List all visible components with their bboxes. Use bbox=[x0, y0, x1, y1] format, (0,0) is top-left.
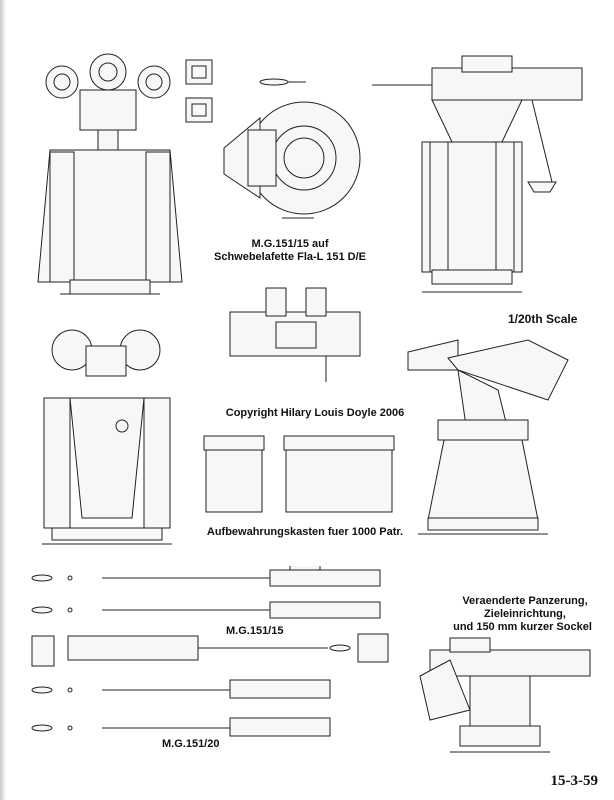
ammo-box-side-view bbox=[280, 430, 400, 520]
page-number: 15-3-59 bbox=[550, 773, 599, 789]
scale-label: 1/20th Scale bbox=[508, 312, 578, 326]
title-line2: Schwebelafette Fla-L 151 D/E bbox=[213, 251, 367, 263]
variant-line2: Zieleinrichtung, bbox=[484, 608, 566, 620]
front-view-mount bbox=[20, 42, 200, 302]
title-line1: M.G.151/15 auf bbox=[251, 238, 329, 250]
side-view-mount bbox=[372, 42, 597, 302]
mg151-15-side-view bbox=[30, 566, 390, 626]
mg151-15-label: M.G.151/15 bbox=[226, 625, 284, 637]
copyright-text: Copyright Hilary Louis Doyle 2006 bbox=[225, 407, 405, 419]
ammo-box-end-view bbox=[198, 430, 270, 520]
mg151-top-view bbox=[28, 630, 418, 680]
variant-line3: und 150 mm kurzer Sockel bbox=[453, 621, 592, 633]
mg151-20-label: M.G.151/20 bbox=[162, 738, 220, 750]
plan-view-mount bbox=[214, 78, 364, 238]
top-plan-view bbox=[226, 278, 366, 388]
side-view-short bbox=[398, 330, 588, 545]
page-gutter bbox=[0, 0, 6, 800]
ammo-box-label: Aufbewahrungskasten fuer 1000 Patr. bbox=[206, 526, 404, 538]
sight-detail-top bbox=[182, 56, 222, 126]
rear-view-mount bbox=[22, 318, 192, 550]
mg151-20-side-view bbox=[30, 676, 340, 746]
variant-side-view bbox=[410, 630, 600, 760]
variant-line1: Veraenderte Panzerung, bbox=[462, 595, 588, 607]
